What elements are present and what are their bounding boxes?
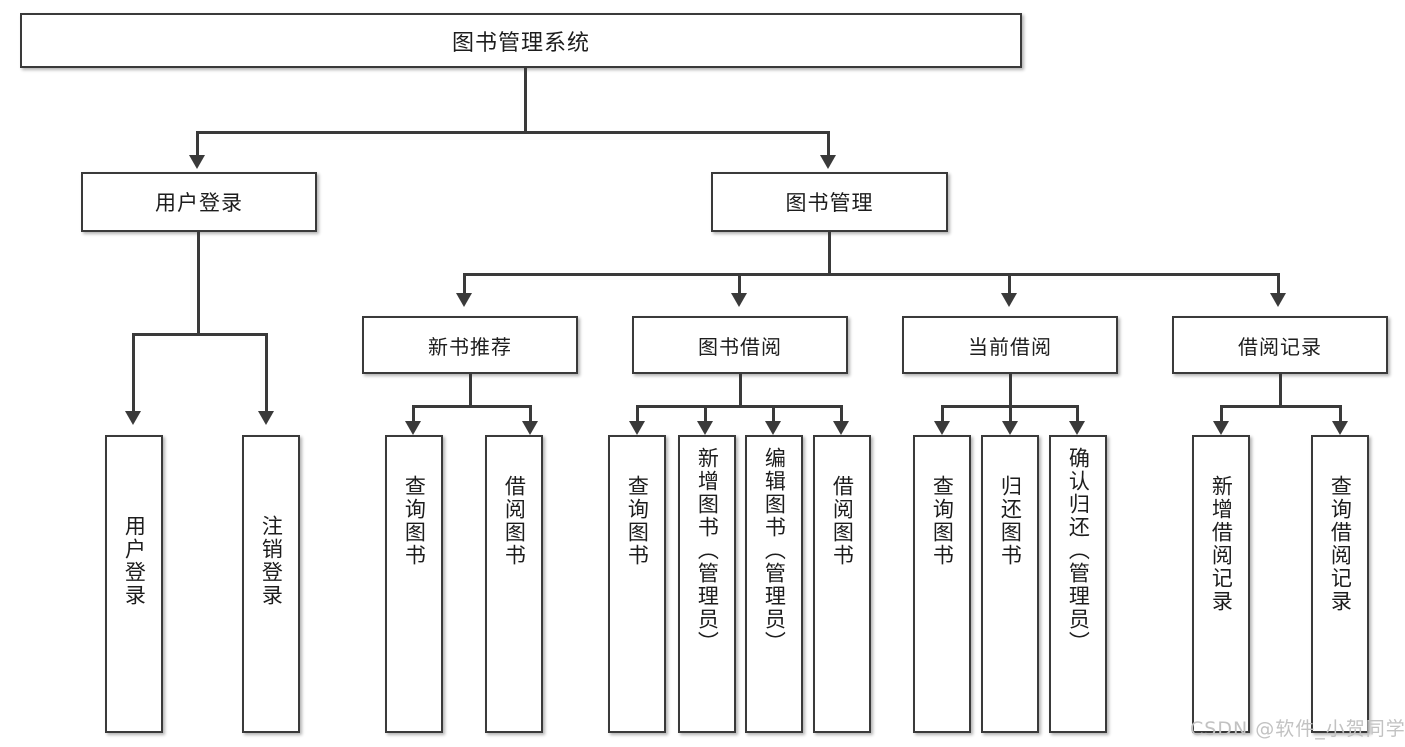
leaf-add-book-admin[interactable]: 新增图书（管理员） — [678, 435, 736, 733]
node-user-login[interactable]: 用户登录 — [81, 172, 317, 232]
leaf-label: 借阅图书 — [830, 475, 855, 567]
leaf-borrow-book[interactable]: 借阅图书 — [813, 435, 871, 733]
leaf-borrow-book-recommend[interactable]: 借阅图书 — [485, 435, 543, 733]
connector-book-management-trunk — [828, 232, 831, 274]
arrowhead-root-to-book-management — [820, 155, 836, 169]
leaf-return-book[interactable]: 归还图书 — [981, 435, 1039, 733]
connector-bm-to-borrow-record — [1277, 273, 1280, 295]
connector-root-split-bar — [196, 131, 830, 134]
connector-bm-to-new-book-recommend — [463, 273, 466, 295]
watermark-text: CSDN @软件_小贺同学 — [1190, 718, 1405, 740]
arrowhead-bm-to-new-book-recommend — [456, 293, 472, 307]
arrowhead-bb-to-leaf-4 — [833, 421, 849, 435]
connector-cb-to-leaf-2 — [1009, 405, 1012, 423]
node-label: 当前借阅 — [968, 334, 1052, 359]
connector-br-trunk — [1279, 374, 1282, 406]
connector-root-trunk — [524, 68, 527, 132]
connector-book-management-split-bar — [463, 273, 1280, 276]
node-book-management[interactable]: 图书管理 — [711, 172, 948, 232]
connector-bb-trunk — [739, 374, 742, 406]
connector-bb-to-leaf-3 — [772, 405, 775, 423]
node-root-book-management-system[interactable]: 图书管理系统 — [20, 13, 1022, 68]
arrowhead-bb-to-leaf-2 — [697, 421, 713, 435]
arrowhead-bm-to-borrow-record — [1270, 293, 1286, 307]
connector-nbr-to-leaf-1 — [412, 405, 415, 423]
leaf-label: 查询图书 — [402, 475, 427, 567]
connector-user-login-to-leaf-2 — [265, 333, 268, 413]
leaf-query-book-borrow[interactable]: 查询图书 — [608, 435, 666, 733]
arrowhead-cb-to-leaf-3 — [1069, 421, 1085, 435]
arrowhead-cb-to-leaf-1 — [934, 421, 950, 435]
leaf-edit-book-admin[interactable]: 编辑图书（管理员） — [745, 435, 803, 733]
connector-bb-to-leaf-4 — [840, 405, 843, 423]
arrowhead-br-to-leaf-2 — [1332, 421, 1348, 435]
leaf-user-login[interactable]: 用户登录 — [105, 435, 163, 733]
leaf-label: 编辑图书（管理员） — [762, 447, 787, 654]
arrowhead-root-to-user-login — [189, 155, 205, 169]
leaf-label: 查询图书 — [930, 475, 955, 567]
arrowhead-nbr-to-leaf-2 — [522, 421, 538, 435]
connector-bm-to-book-borrow — [738, 273, 741, 295]
node-label: 图书借阅 — [698, 334, 782, 359]
leaf-query-book-current[interactable]: 查询图书 — [913, 435, 971, 733]
connector-nbr-split-bar — [412, 405, 532, 408]
arrowhead-br-to-leaf-1 — [1213, 421, 1229, 435]
node-label: 图书管理 — [785, 191, 874, 215]
arrowhead-nbr-to-leaf-1 — [405, 421, 421, 435]
leaf-add-borrow-record[interactable]: 新增借阅记录 — [1192, 435, 1250, 733]
arrowhead-user-login-to-leaf-1 — [125, 411, 141, 425]
connector-root-to-user-login — [196, 131, 199, 157]
leaf-query-borrow-record[interactable]: 查询借阅记录 — [1311, 435, 1369, 733]
connector-bb-to-leaf-2 — [704, 405, 707, 423]
connector-br-to-leaf-2 — [1339, 405, 1342, 423]
node-label: 用户登录 — [155, 191, 243, 215]
node-borrow-record[interactable]: 借阅记录 — [1172, 316, 1388, 374]
connector-br-split-bar — [1220, 405, 1342, 408]
arrowhead-bm-to-current-borrow — [1001, 293, 1017, 307]
node-label: 新书推荐 — [428, 334, 512, 359]
connector-nbr-trunk — [469, 374, 472, 406]
leaf-logout-login[interactable]: 注销登录 — [242, 435, 300, 733]
leaf-label: 注销登录 — [259, 515, 284, 607]
connector-bb-to-leaf-1 — [636, 405, 639, 423]
connector-root-to-book-management — [827, 131, 830, 157]
leaf-label: 新增图书（管理员） — [695, 447, 720, 654]
node-new-book-recommend[interactable]: 新书推荐 — [362, 316, 578, 374]
arrowhead-bb-to-leaf-1 — [629, 421, 645, 435]
connector-user-login-to-leaf-1 — [132, 333, 135, 413]
leaf-label: 新增借阅记录 — [1209, 475, 1234, 613]
leaf-label: 确认归还（管理员） — [1066, 447, 1091, 654]
leaf-label: 归还图书 — [998, 475, 1023, 567]
connector-nbr-to-leaf-2 — [529, 405, 532, 423]
leaf-confirm-return-admin[interactable]: 确认归还（管理员） — [1049, 435, 1107, 733]
connector-br-to-leaf-1 — [1220, 405, 1223, 423]
connector-cb-trunk — [1009, 374, 1012, 406]
arrowhead-bb-to-leaf-3 — [765, 421, 781, 435]
connector-bb-split-bar — [636, 405, 843, 408]
node-book-borrow[interactable]: 图书借阅 — [632, 316, 848, 374]
leaf-label: 查询图书 — [625, 475, 650, 567]
node-label: 借阅记录 — [1238, 334, 1322, 359]
connector-cb-to-leaf-1 — [941, 405, 944, 423]
leaf-label: 借阅图书 — [502, 475, 527, 567]
leaf-label: 用户登录 — [122, 515, 147, 607]
connector-bm-to-current-borrow — [1008, 273, 1011, 295]
leaf-query-book-recommend[interactable]: 查询图书 — [385, 435, 443, 733]
arrowhead-user-login-to-leaf-2 — [258, 411, 274, 425]
node-label: 图书管理系统 — [451, 30, 590, 56]
connector-cb-to-leaf-3 — [1076, 405, 1079, 423]
connector-user-login-split-bar — [132, 333, 268, 336]
arrowhead-cb-to-leaf-2 — [1002, 421, 1018, 435]
arrowhead-bm-to-book-borrow — [731, 293, 747, 307]
node-current-borrow[interactable]: 当前借阅 — [902, 316, 1118, 374]
connector-user-login-trunk — [197, 232, 200, 334]
leaf-label: 查询借阅记录 — [1328, 475, 1353, 613]
